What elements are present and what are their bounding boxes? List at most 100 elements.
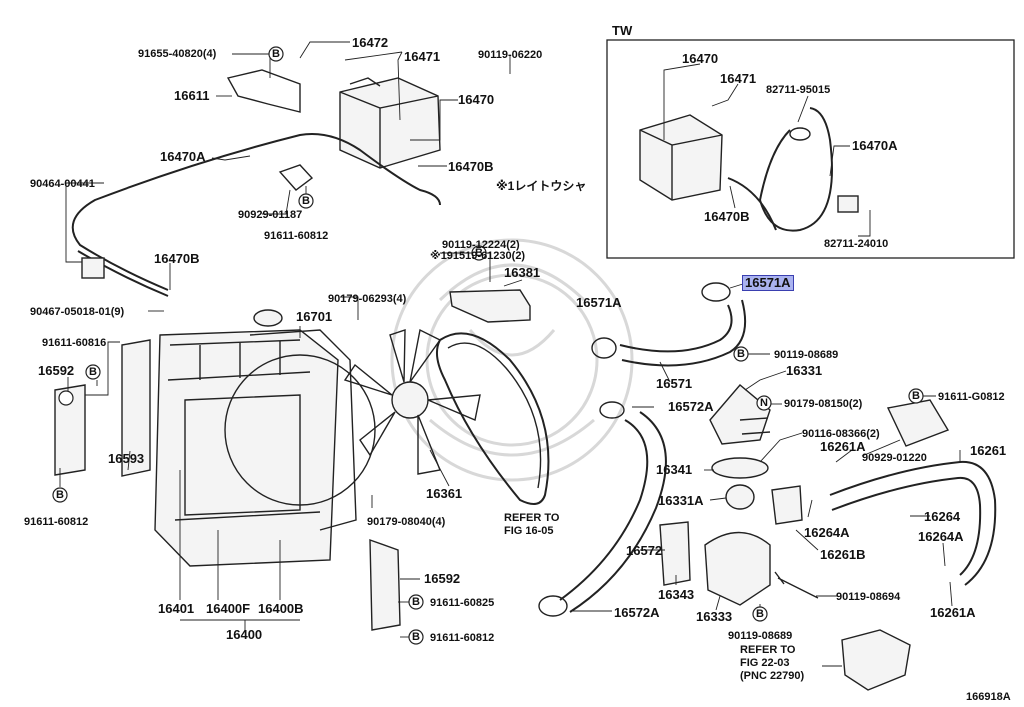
label-91611-60812[interactable]: 91611-60812 — [264, 230, 329, 242]
label-90119-08689[interactable]: 90119-08689 — [728, 630, 793, 642]
water-valve-drawing — [841, 629, 911, 691]
label-tw-82711-24010[interactable]: 82711-24010 — [824, 238, 889, 250]
label-16264a[interactable]: 16264A — [804, 525, 850, 540]
label-16261b[interactable]: 16261B — [820, 547, 866, 562]
label-16571[interactable]: 16571 — [656, 376, 693, 391]
radiator-drawing — [154, 329, 339, 567]
badge-b: B — [912, 390, 920, 402]
label-16470b[interactable]: 16470B — [448, 159, 494, 174]
label-90119-08694[interactable]: 90119-08694 — [836, 591, 901, 603]
label-16333[interactable]: 16333 — [696, 609, 733, 624]
bracket-16592-left-drawing — [54, 384, 86, 476]
label-16592[interactable]: 16592 — [424, 571, 461, 586]
label-16400[interactable]: 16400 — [226, 627, 263, 642]
label-16611[interactable]: 16611 — [174, 88, 210, 103]
label-16331[interactable]: 16331 — [786, 363, 823, 378]
badge-b: B — [89, 366, 97, 378]
label-tw-16470b[interactable]: 16470B — [704, 209, 750, 224]
label-91519-61230[interactable]: ※191519-61230(2) — [430, 250, 526, 262]
note-refer-fig-16-05[interactable]: REFER TO FIG 16-05 — [504, 512, 560, 537]
badge-b: B — [737, 348, 745, 360]
label-90119-08689[interactable]: 90119-08689 — [774, 349, 839, 361]
label-16571a-highlighted[interactable]: 16571A — [742, 275, 794, 291]
label-tw-82711-95015[interactable]: 82711-95015 — [766, 84, 831, 96]
label-90929-01220[interactable]: 90929-01220 — [862, 452, 927, 464]
label-16261a[interactable]: 16261A — [820, 439, 866, 454]
label-16401[interactable]: 16401 — [158, 601, 195, 616]
label-90119-06220[interactable]: 90119-06220 — [478, 49, 543, 61]
label-16261[interactable]: 16261 — [970, 443, 1007, 458]
fan-shroud-drawing — [224, 329, 376, 531]
label-91611-60816[interactable]: 91611-60816 — [42, 337, 107, 349]
badge-b: B — [412, 631, 420, 643]
label-91655-40820[interactable]: 91655-40820(4) — [138, 48, 217, 60]
label-90929-01187[interactable]: 90929-01187 — [238, 209, 303, 221]
badge-b: B — [302, 195, 310, 207]
label-16470b[interactable]: 16470B — [154, 251, 200, 266]
label-16261a[interactable]: 16261A — [930, 605, 976, 620]
bracket-16592-mid-drawing — [369, 538, 401, 631]
label-16572[interactable]: 16572 — [626, 543, 663, 558]
label-91611-60825[interactable]: 91611-60825 — [430, 597, 495, 609]
tw-hose-16470a-drawing — [758, 107, 833, 232]
label-16470a[interactable]: 16470A — [160, 149, 206, 164]
bracket-90929-drawing — [886, 399, 950, 447]
label-tw-16470a[interactable]: 16470A — [852, 138, 898, 153]
label-16331a[interactable]: 16331A — [658, 493, 704, 508]
label-90464-00441[interactable]: 90464-00441 — [30, 178, 95, 190]
badge-b: B — [272, 48, 280, 60]
label-tw-16471[interactable]: 16471 — [720, 71, 757, 86]
label-16361[interactable]: 16361 — [426, 486, 463, 501]
label-tw-16470[interactable]: 16470 — [682, 51, 719, 66]
label-90179-06293[interactable]: 90179-06293(4) — [328, 293, 407, 305]
note-refer-fig-22-03[interactable]: REFER TO FIG 22-03 (PNC 22790) — [740, 644, 805, 682]
belt-16361-drawing — [435, 332, 550, 505]
thermostat-housing-drawing — [659, 384, 771, 606]
label-90179-08040[interactable]: 90179-08040(4) — [367, 516, 446, 528]
label-16381[interactable]: 16381 — [504, 265, 541, 280]
label-16593[interactable]: 16593 — [108, 451, 145, 466]
upper-hose-16571-drawing — [619, 304, 733, 353]
badge-b: B — [475, 247, 483, 259]
clamp-16571a-drawing — [701, 282, 731, 302]
label-16400f[interactable]: 16400F — [206, 601, 251, 616]
label-16341[interactable]: 16341 — [656, 462, 693, 477]
label-91611-g0812[interactable]: 91611-G0812 — [938, 391, 1005, 403]
label-16470[interactable]: 16470 — [458, 92, 495, 107]
label-16701[interactable]: 16701 — [296, 309, 333, 324]
radiator-cap-drawing — [253, 309, 283, 327]
label-16592[interactable]: 16592 — [38, 363, 75, 378]
label-91611-60812[interactable]: 91611-60812 — [24, 516, 89, 528]
fan-drawing — [343, 328, 481, 475]
tw-reservoir-tank-drawing — [639, 114, 723, 201]
lower-hose-16572-drawing — [559, 419, 649, 601]
tw-clip-82711-24010-drawing — [837, 195, 859, 213]
bolt-badges — [52, 46, 924, 645]
label-16264a[interactable]: 16264A — [918, 529, 964, 544]
bracket-16611-drawing — [226, 69, 301, 113]
label-90179-08150[interactable]: 90179-08150(2) — [784, 398, 863, 410]
label-16471[interactable]: 16471 — [404, 49, 441, 64]
badge-n: N — [760, 397, 768, 409]
label-16343[interactable]: 16343 — [658, 587, 695, 602]
label-90116-08366[interactable]: 90116-08366(2) — [802, 428, 880, 440]
clamp-90929-drawing — [278, 164, 314, 191]
label-16571a[interactable]: 16571A — [576, 295, 622, 310]
label-16572a[interactable]: 16572A — [668, 399, 714, 414]
hose-16470a-drawing — [71, 133, 441, 291]
label-90467-05018-01[interactable]: 90467-05018-01(9) — [30, 306, 125, 318]
tw-hose-16470b-drawing — [727, 177, 777, 231]
diagram-id: 166918A — [966, 691, 1011, 703]
label-16472[interactable]: 16472 — [352, 35, 389, 50]
leader-lines — [59, 41, 961, 667]
tw-inset-frame — [606, 39, 1015, 259]
clip-90464-drawing — [81, 257, 105, 279]
label-16572a[interactable]: 16572A — [614, 605, 660, 620]
badge-b: B — [412, 596, 420, 608]
label-16400b[interactable]: 16400B — [258, 601, 304, 616]
label-16264[interactable]: 16264 — [924, 509, 961, 524]
label-90119-12224[interactable]: 90119-12224(2) — [442, 239, 520, 251]
label-91611-60812[interactable]: 91611-60812 — [430, 632, 495, 644]
